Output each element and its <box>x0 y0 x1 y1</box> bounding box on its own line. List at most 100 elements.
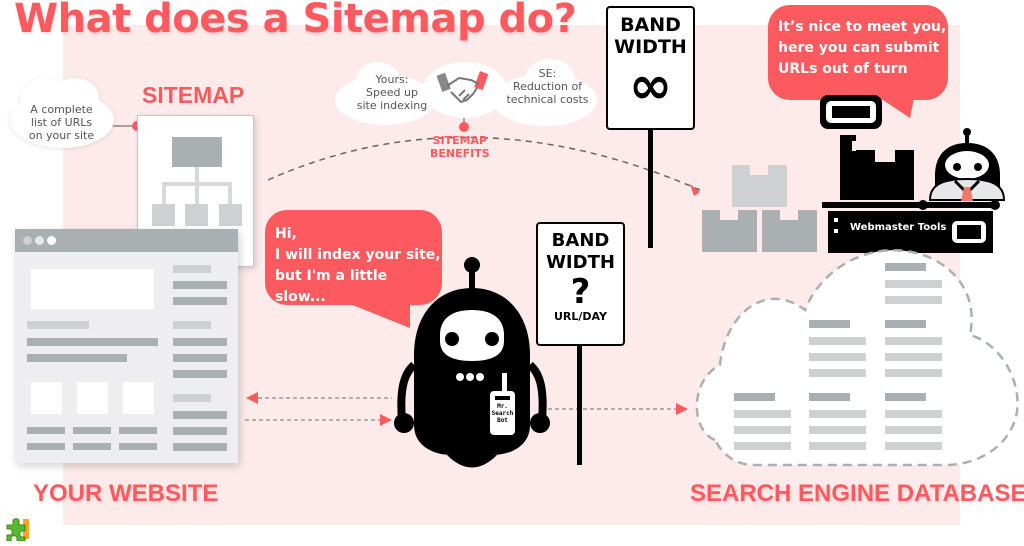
hero-block <box>31 269 154 309</box>
sidebar-line <box>173 297 227 305</box>
chest-dot <box>456 373 464 381</box>
sign-pole-unknown <box>577 345 582 465</box>
sidebar-line <box>173 281 227 289</box>
handshake-icon <box>437 71 489 104</box>
bubble-line: I will index your site, <box>275 247 441 263</box>
arc-arrowhead <box>690 184 700 196</box>
bot-bubble-tail <box>340 300 410 328</box>
sidebar-line <box>173 427 227 435</box>
text-line <box>27 443 65 450</box>
db-column-3 <box>734 393 942 450</box>
text-line <box>27 354 127 362</box>
sitemap-label: SITEMAP <box>142 82 245 108</box>
scale-box-notch <box>875 150 895 162</box>
sitemap-callout-cloud <box>10 78 114 148</box>
webmaster-speech-bubble: It’s nice to meet you, here you can subm… <box>768 5 948 100</box>
monitor-slot <box>832 106 870 118</box>
website-browser-window <box>15 229 238 463</box>
text-line <box>27 338 158 346</box>
bubble-line: here you can submit <box>778 40 940 56</box>
scale-post <box>840 135 856 200</box>
badge <box>490 391 515 435</box>
bandwidth-sign-unknown: BAND WIDTH ? URL/DAY <box>536 222 625 346</box>
webmaster-bubble-tail <box>880 98 914 118</box>
panel-led <box>834 229 838 233</box>
antenna-ball <box>464 257 480 273</box>
browser-titlebar <box>15 229 238 252</box>
thumb-block <box>31 382 62 414</box>
badge-line: Bot <box>497 417 508 424</box>
badge-line: Mr. <box>497 403 508 410</box>
badge-strip <box>495 396 510 400</box>
sidebar-line <box>173 370 227 378</box>
webmaster-tools-label: Webmaster Tools <box>850 222 947 233</box>
benefit-line: Yours: <box>375 73 409 86</box>
arrow-to-website-head <box>246 392 258 404</box>
search-engine-database-cloud <box>695 248 1019 467</box>
benefits-label-line: SITEMAP <box>432 134 488 147</box>
sign-text: WIDTH <box>614 36 687 58</box>
window-dot <box>47 236 56 245</box>
sitemap-benefits-label: SITEMAP BENEFITS <box>430 134 490 160</box>
text-line <box>73 427 111 434</box>
sidebar-line <box>173 394 211 402</box>
benefit-line: SE: <box>538 67 557 80</box>
bot-badge-text: Mr. Search Bot <box>489 403 516 424</box>
panel-led <box>834 218 838 222</box>
bubble-line: URLs out of turn <box>778 61 908 77</box>
benefit-se-text: SE: Reduction of technical costs <box>500 67 595 106</box>
sign-text: BAND <box>620 14 681 36</box>
puzzle-plugin-icon[interactable] <box>5 517 29 541</box>
antenna-stem <box>469 269 475 289</box>
left-hand <box>394 413 414 433</box>
sitemap-callout-text: A complete list of URLs on your site <box>14 103 109 142</box>
benefit-yours-text: Yours: Speed up site indexing <box>352 73 432 112</box>
desk-top <box>822 202 997 208</box>
chest-dot <box>476 373 484 381</box>
scale-post-notch <box>852 141 858 151</box>
window-dot <box>35 236 44 245</box>
left-arm <box>397 361 417 421</box>
text-line <box>73 443 111 450</box>
badge-clip <box>502 373 507 393</box>
text-line <box>119 427 157 434</box>
robot-face <box>440 310 504 361</box>
bubble-line: but I'm a little slow... <box>275 268 388 305</box>
db-column-2 <box>809 320 942 377</box>
sign-unit: URL/DAY <box>554 310 607 323</box>
benefits-dot <box>459 122 469 132</box>
search-bot-robot <box>394 257 550 468</box>
benefit-line: technical costs <box>506 93 589 106</box>
benefits-label-line: BENEFITS <box>430 147 490 160</box>
text-line <box>119 443 157 450</box>
right-hand <box>530 413 550 433</box>
benefit-line: site indexing <box>356 99 428 112</box>
arrow-to-database-head <box>676 403 688 415</box>
sitemap-arc-line <box>267 136 701 191</box>
benefit-line: Speed up <box>366 86 418 99</box>
bandwidth-sign-infinite: BAND WIDTH ∞ <box>606 6 695 130</box>
text-line <box>27 427 65 434</box>
search-engine-database-label: SEARCH ENGINE DATABASE <box>690 480 1024 507</box>
page-title: What does a Sitemap do? <box>14 0 577 42</box>
url-boxes-icon <box>702 165 817 252</box>
panel-button-inner <box>957 225 981 239</box>
sitemap-tree-icon <box>152 137 242 226</box>
bubble-line: It’s nice to meet you, <box>778 19 947 35</box>
sign-text: WIDTH <box>546 252 615 273</box>
thumb-block <box>77 382 108 414</box>
text-line <box>27 321 89 329</box>
callout-line: on your site <box>28 129 95 142</box>
sign-text: BAND <box>551 230 610 251</box>
your-website-label: YOUR WEBSITE <box>33 480 219 507</box>
arrow-to-bot-head <box>380 414 392 426</box>
sidebar-line <box>173 338 227 346</box>
callout-line: A complete <box>30 103 93 116</box>
sidebar-line <box>173 354 227 362</box>
chest-dot <box>466 373 474 381</box>
window-dot <box>23 236 32 245</box>
thumb-block <box>123 382 154 414</box>
sidebar-line <box>173 411 227 419</box>
benefit-line: Reduction of <box>512 80 583 93</box>
